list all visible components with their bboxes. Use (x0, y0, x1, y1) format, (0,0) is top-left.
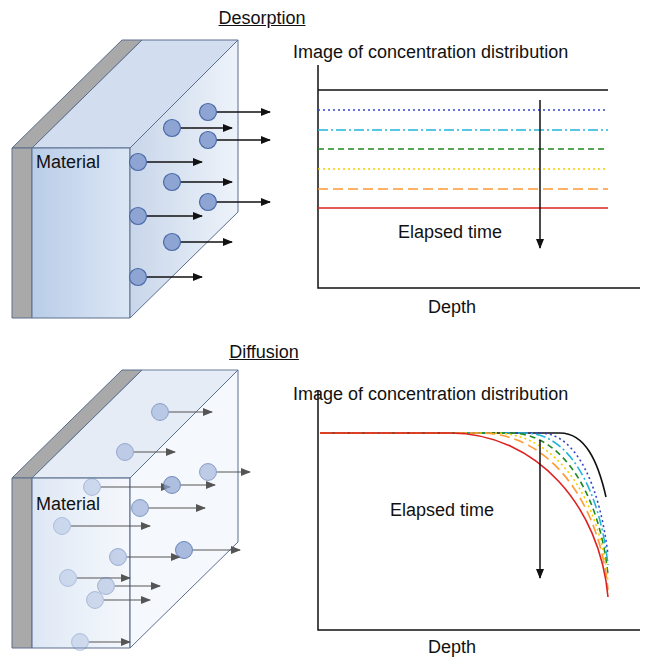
concentration-curve (320, 433, 608, 555)
arrow (147, 215, 202, 216)
arrow (127, 556, 180, 557)
arrow (169, 411, 212, 412)
molecule (117, 444, 134, 461)
molecule (200, 194, 217, 211)
section-heading: Desorption (218, 8, 305, 29)
molecule (200, 104, 217, 121)
arrow (217, 111, 270, 112)
chart-label: Image of concentration distribution (293, 384, 568, 405)
time-arrow (539, 100, 541, 248)
molecule (130, 208, 147, 225)
molecules (54, 404, 251, 651)
molecule (164, 174, 181, 191)
concentration-curve (320, 433, 608, 590)
material-slab (12, 370, 238, 648)
arrow (181, 484, 215, 485)
concentration-lines (318, 90, 608, 208)
molecule (200, 132, 217, 149)
molecule (130, 269, 147, 286)
concentration-curve (320, 433, 608, 565)
molecule (87, 592, 104, 609)
arrow (217, 139, 270, 140)
molecule (84, 479, 101, 496)
arrow (217, 201, 270, 202)
molecule (54, 518, 71, 535)
arrow (71, 525, 150, 526)
material-face: Material (33, 150, 103, 175)
chart-label: Elapsed time (398, 222, 502, 243)
arrow (149, 507, 205, 508)
arrow (181, 127, 232, 128)
molecule (110, 549, 127, 566)
molecule (72, 634, 89, 651)
arrow (115, 585, 160, 586)
arrow (89, 641, 130, 642)
chart-label: Image of concentration distribution (293, 42, 568, 63)
arrow (147, 161, 202, 162)
material-slab (12, 40, 238, 318)
molecule (152, 404, 169, 421)
molecule (60, 570, 77, 587)
molecule (164, 477, 181, 494)
molecule (164, 234, 181, 251)
chart-axes (318, 65, 640, 630)
chart-label: Elapsed time (390, 500, 494, 521)
material-label: Material (36, 152, 100, 173)
chart-label: Depth (428, 637, 476, 658)
material-label: Material (36, 494, 100, 515)
arrow (101, 486, 170, 487)
concentration-curve (320, 433, 608, 582)
chart-label: Depth (428, 297, 476, 318)
molecule (98, 578, 115, 595)
concentration-curve (320, 433, 608, 597)
arrow (147, 276, 202, 277)
arrow (104, 599, 150, 600)
section-heading: Diffusion (229, 342, 299, 363)
arrow (217, 471, 250, 472)
time-arrow (539, 440, 541, 578)
concentration-curves (320, 433, 608, 597)
arrow (181, 241, 232, 242)
arrow (181, 181, 232, 182)
arrow (134, 451, 175, 452)
molecule (132, 500, 149, 517)
arrow (193, 549, 240, 550)
molecule (176, 542, 193, 559)
molecule (130, 154, 147, 171)
molecule (200, 464, 217, 481)
concentration-curve (320, 433, 608, 575)
molecules (130, 104, 271, 286)
material-face: Material (33, 492, 103, 517)
molecule (164, 120, 181, 137)
